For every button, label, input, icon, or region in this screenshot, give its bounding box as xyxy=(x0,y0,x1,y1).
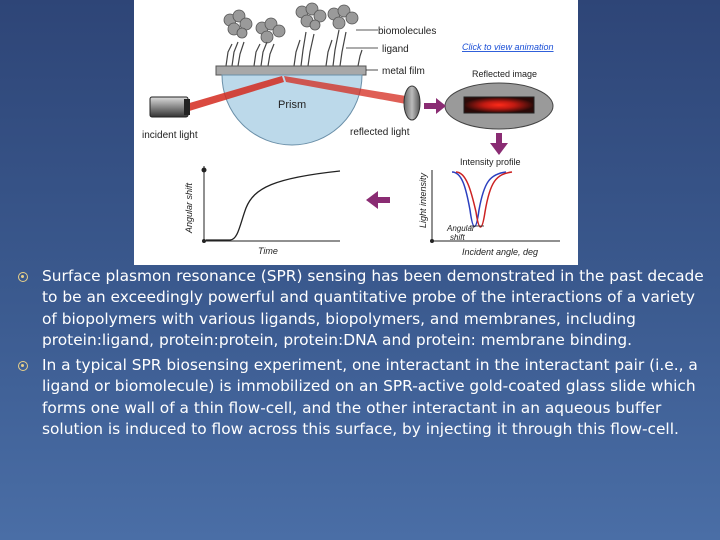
bullet-text: Surface plasmon resonance (SPR) sensing … xyxy=(42,267,704,349)
incident-angle-axis-label: Incident angle, deg xyxy=(462,247,538,257)
ligand-label: ligand xyxy=(382,44,409,55)
spr-diagram: Prism incident light reflected light bio… xyxy=(134,0,578,265)
intensity-profile-label: Intensity profile xyxy=(460,157,521,167)
biomolecule-cluster xyxy=(295,2,327,31)
biomolecule-cluster xyxy=(255,17,286,44)
angular-shift-chart xyxy=(201,166,341,243)
incident-light-label: incident light xyxy=(142,130,198,141)
spr-diagram-svg: Prism incident light reflected light bio… xyxy=(142,2,560,257)
bullet-icon xyxy=(18,361,28,372)
bullet-item: Surface plasmon resonance (SPR) sensing … xyxy=(18,266,712,351)
bullet-icon xyxy=(18,272,28,282)
angular-shift-note-line2: shift xyxy=(450,233,465,242)
label-pointers xyxy=(346,29,378,71)
metal-film xyxy=(215,65,367,76)
reflected-light-label: reflected light xyxy=(350,127,410,138)
biomolecule-cluster xyxy=(327,4,359,30)
prism-label: Prism xyxy=(278,99,306,111)
bullet-text: In a typical SPR biosensing experiment, … xyxy=(42,356,698,439)
reflected-image-label: Reflected image xyxy=(472,69,537,79)
biomolecule-clusters xyxy=(223,2,359,44)
intensity-profile-chart xyxy=(430,170,560,243)
angular-shift-axis-label: Angular shift xyxy=(184,182,194,234)
light-source-icon xyxy=(149,96,190,118)
biomolecule-cluster xyxy=(223,9,253,39)
biomolecules-label: biomolecules xyxy=(378,26,436,37)
light-intensity-axis-label: Light intensity xyxy=(418,172,428,228)
bullet-item: In a typical SPR biosensing experiment, … xyxy=(18,355,712,440)
reflected-image-spot xyxy=(463,96,535,114)
reflected-beam xyxy=(284,76,406,104)
metal-film-label: metal film xyxy=(382,66,425,77)
prism xyxy=(221,74,363,146)
arrow-down-icon xyxy=(490,133,508,155)
arrow-right-icon xyxy=(424,98,446,114)
ligand-stalks xyxy=(225,29,363,67)
incident-beam xyxy=(186,76,284,112)
animation-link[interactable]: Click to view animation xyxy=(462,42,554,52)
detector-lens-icon xyxy=(403,85,421,121)
bullet-list: Surface plasmon resonance (SPR) sensing … xyxy=(18,266,712,444)
arrow-left-icon xyxy=(366,191,390,209)
angular-shift-note-line1: Angular xyxy=(446,224,475,233)
time-axis-label: Time xyxy=(258,246,278,256)
